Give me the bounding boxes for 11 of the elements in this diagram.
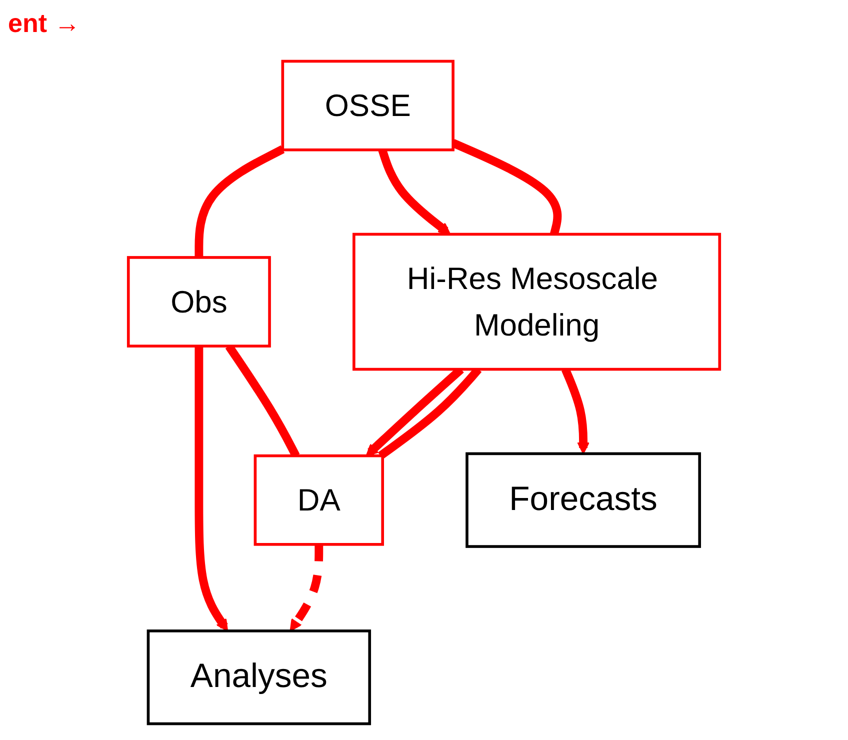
node-box: Analyses: [146, 630, 372, 726]
node-box: Hi-Res Mesoscale Modeling: [352, 232, 722, 371]
node-box: DA: [254, 454, 384, 546]
note-text: ent →: [8, 8, 80, 39]
node-box: Forecasts: [466, 452, 701, 548]
node-box: OSSE: [281, 60, 454, 152]
connector: [194, 145, 285, 258]
arrow: [194, 346, 228, 632]
arrow: [378, 148, 451, 235]
node-box: Obs: [126, 256, 271, 348]
arrow: [290, 544, 324, 632]
